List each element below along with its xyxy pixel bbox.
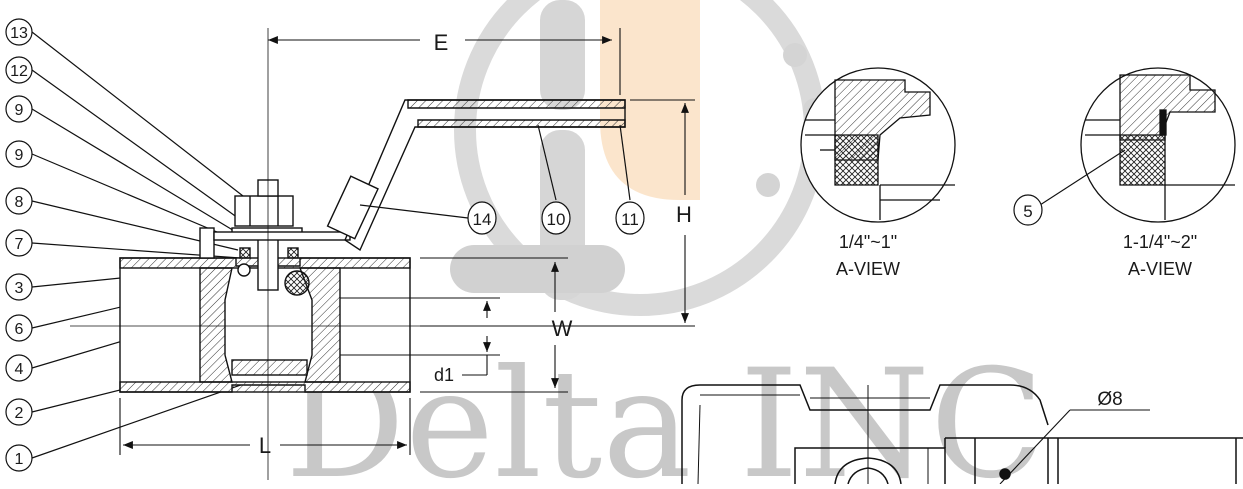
svg-text:7: 7 [15,236,24,253]
dimension-L [119,398,411,455]
dimension-H [420,99,695,327]
callout-10: 10 [537,124,571,235]
a-view-small-label: A-VIEW [836,259,900,279]
svg-text:9: 9 [15,102,24,119]
a-view-large-label: A-VIEW [1128,259,1192,279]
callout-12: 12 [5,56,239,219]
svg-text:9: 9 [15,147,24,164]
callout-list: 13 12 9 9 8 7 3 6 4 2 1 [5,18,301,472]
watermark-logo [450,0,827,316]
svg-text:3: 3 [15,280,24,297]
callout-1: 1 [5,379,256,472]
dimension-E [268,28,621,95]
callout-9b: 9 [5,140,237,241]
callout-13: 13 [5,18,244,197]
callout-14: 14 [359,201,497,235]
svg-text:5: 5 [1023,202,1032,221]
dim-label-E: E [434,30,449,55]
handle-top-detail [681,384,1243,485]
callout-11: 11 [615,124,645,235]
dim-label-H: H [676,202,692,227]
dimension-W [420,257,568,393]
callout-5: 5 [1013,194,1043,226]
handle-callouts: 14 10 11 [359,124,645,235]
svg-text:4: 4 [15,361,24,378]
svg-text:1: 1 [15,451,24,468]
callout-9a: 9 [5,95,237,233]
center-lines [70,28,440,480]
stem-assembly [199,179,351,291]
watermark-text: Delta INC [285,338,1045,484]
svg-text:10: 10 [547,210,566,229]
svg-text:12: 12 [10,63,28,80]
svg-text:14: 14 [473,210,492,229]
svg-text:8: 8 [15,194,24,211]
dim-label-W: W [552,316,573,341]
a-view-small [800,67,956,223]
dim-label-L: L [259,433,271,458]
svg-text:6: 6 [15,321,24,338]
handle-lever [326,99,626,252]
a-view-large-size: 1-1/4"~2" [1123,232,1197,252]
svg-text:2: 2 [15,405,24,422]
svg-text:13: 13 [10,25,28,42]
dimension-d1 [340,297,500,376]
detail-diameter-label: Ø8 [1097,389,1122,410]
a-view-small-size: 1/4"~1" [839,232,897,252]
svg-text:11: 11 [621,210,639,229]
a-view-large [1039,67,1236,223]
dim-label-d1: d1 [434,365,454,385]
